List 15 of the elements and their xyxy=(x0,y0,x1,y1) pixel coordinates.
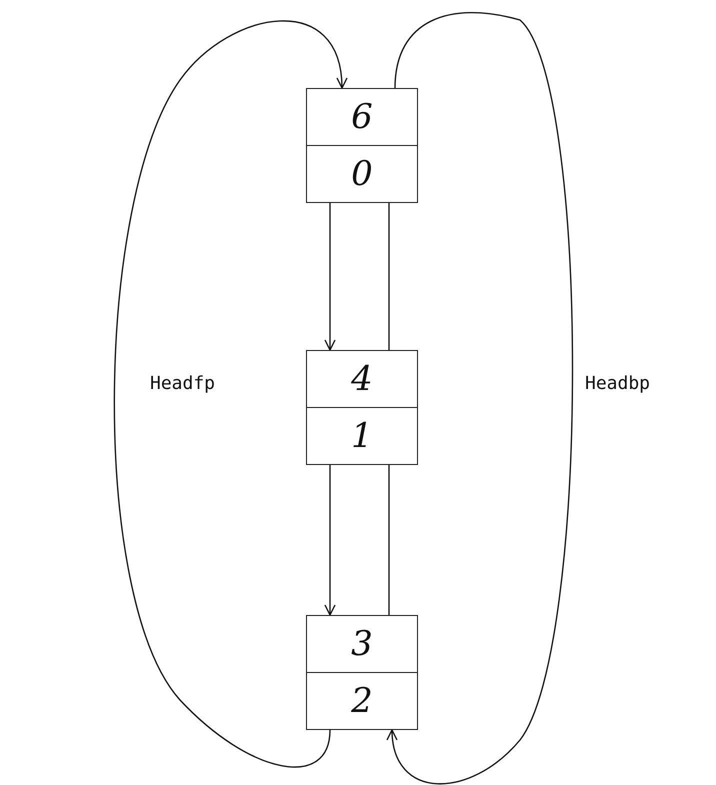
record-box xyxy=(306,88,418,203)
arrow xyxy=(114,20,347,768)
field-value: 4 xyxy=(351,362,373,396)
record-box xyxy=(306,350,418,465)
arrow xyxy=(324,465,336,616)
field-value: 2 xyxy=(351,684,373,718)
arrow xyxy=(387,12,574,784)
field-value: 1 xyxy=(351,419,373,453)
pointer-label: Headfp xyxy=(150,372,216,396)
field-value: 6 xyxy=(351,100,373,134)
arrow xyxy=(324,203,336,351)
pointer-label: Headbp xyxy=(585,372,650,396)
field-value: 0 xyxy=(351,157,373,191)
record-box xyxy=(306,615,418,730)
field-value: 3 xyxy=(351,627,373,661)
